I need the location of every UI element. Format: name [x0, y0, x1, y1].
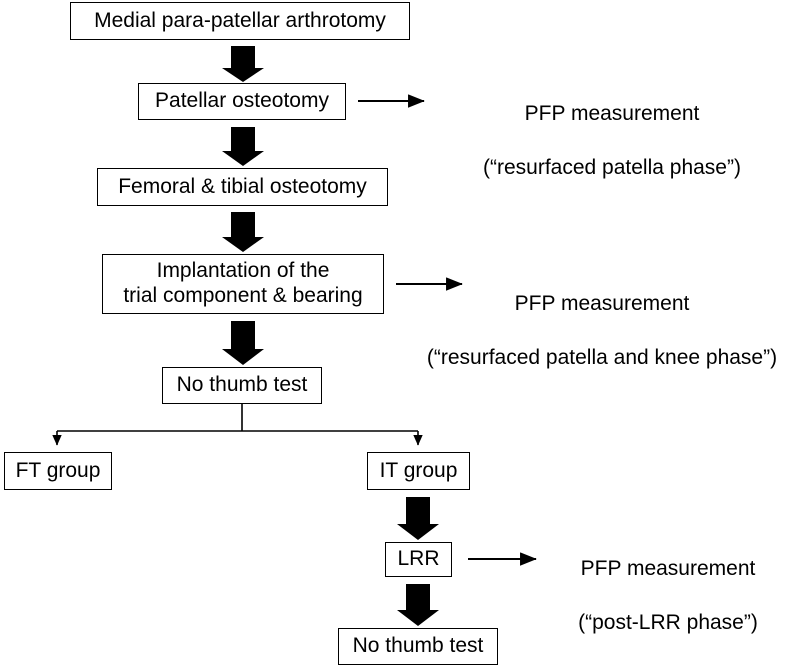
node-it-group[interactable]: IT group — [367, 452, 470, 490]
block-arrow-itgroup-to-lrr — [397, 497, 439, 540]
annotation-pfp-resurfaced-patella-knee-line1: PFP measurement — [514, 291, 690, 315]
node-femoral-tibial-osteotomy[interactable]: Femoral & tibial osteotomy — [97, 168, 388, 206]
annotation-pfp-post-lrr: PFP measurement (“post-LRR phase”) — [540, 529, 796, 663]
node-trial-implantation[interactable]: Implantation of the trial component & be… — [102, 254, 384, 314]
annotation-pfp-resurfaced-patella-knee-line2: (“resurfaced patella and knee phase”) — [426, 345, 778, 369]
node-patellar-osteotomy[interactable]: Patellar osteotomy — [138, 83, 346, 120]
node-lrr[interactable]: LRR — [385, 542, 452, 577]
annotation-pfp-resurfaced-patella-knee: PFP measurement (“resurfaced patella and… — [408, 264, 796, 398]
annotation-pfp-post-lrr-line2: (“post-LRR phase”) — [578, 610, 758, 634]
annotation-pfp-resurfaced-patella-line1: PFP measurement — [524, 101, 700, 125]
annotation-pfp-post-lrr-line1: PFP measurement — [580, 556, 756, 580]
annotation-pfp-resurfaced-patella: PFP measurement (“resurfaced patella pha… — [432, 74, 792, 208]
branch-connector-thumbtest-split — [52, 404, 423, 446]
block-arrow-femoral-to-implantation — [222, 212, 264, 252]
node-medial-arthrotomy[interactable]: Medial para-patellar arthrotomy — [70, 2, 410, 40]
block-arrow-lrr-to-thumbtest — [397, 584, 439, 626]
node-ft-group[interactable]: FT group — [4, 452, 112, 490]
block-arrow-arthrotomy-to-patellar — [222, 46, 264, 82]
block-arrow-patellar-to-femoral — [222, 127, 264, 166]
node-no-thumb-test-1[interactable]: No thumb test — [162, 367, 322, 404]
block-arrow-implantation-to-thumbtest — [222, 321, 264, 365]
node-no-thumb-test-2[interactable]: No thumb test — [338, 628, 498, 665]
annotation-pfp-resurfaced-patella-line2: (“resurfaced patella phase”) — [483, 155, 741, 179]
